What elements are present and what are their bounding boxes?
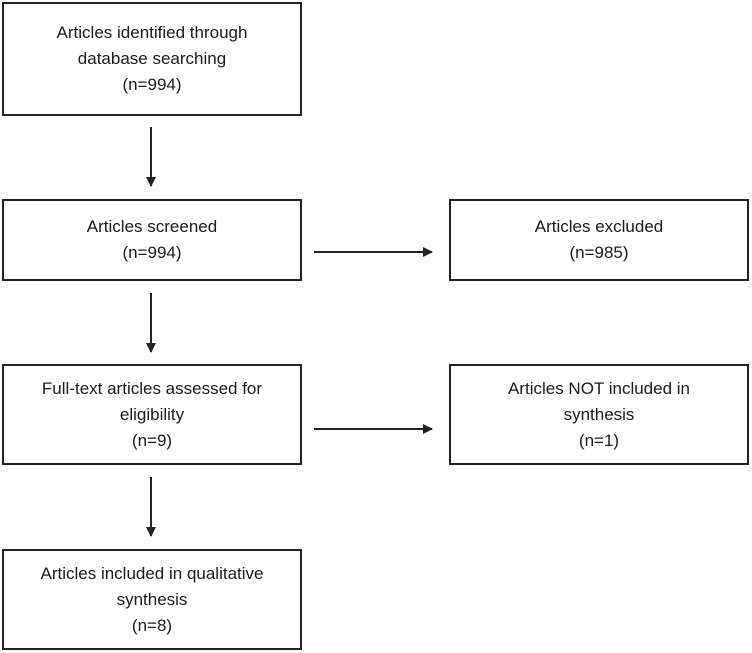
excluded-label: Articles excluded: [534, 217, 664, 236]
not-included-count: (n=1): [578, 430, 620, 450]
included-label-line1: Articles included in qualitative: [40, 563, 264, 583]
identified-count: (n=994): [122, 75, 182, 94]
included-count: (n=8): [131, 615, 173, 635]
screened-label: Articles screened: [86, 217, 218, 236]
assessed-count: (n=9): [131, 430, 173, 450]
identified-label-line2: database searching: [77, 49, 227, 68]
box-excluded: Articles excluded (n=985): [449, 199, 749, 281]
box-identified: Articles identified through database sea…: [2, 2, 302, 116]
box-not-included: Articles NOT included in synthesis (n=1): [449, 364, 749, 465]
excluded-count: (n=985): [569, 243, 629, 262]
box-included: Articles included in qualitative synthes…: [2, 549, 302, 650]
box-screened: Articles screened (n=994): [2, 199, 302, 281]
not-included-label-line2: synthesis: [563, 404, 635, 424]
assessed-label-line2: eligibility: [119, 404, 185, 424]
included-label-line2: synthesis: [116, 589, 188, 609]
box-assessed: Full-text articles assessed for eligibil…: [2, 364, 302, 465]
not-included-label-line1: Articles NOT included in: [507, 378, 691, 398]
screened-count: (n=994): [122, 243, 182, 262]
identified-label-line1: Articles identified through: [56, 23, 248, 42]
assessed-label-line1: Full-text articles assessed for: [41, 378, 263, 398]
